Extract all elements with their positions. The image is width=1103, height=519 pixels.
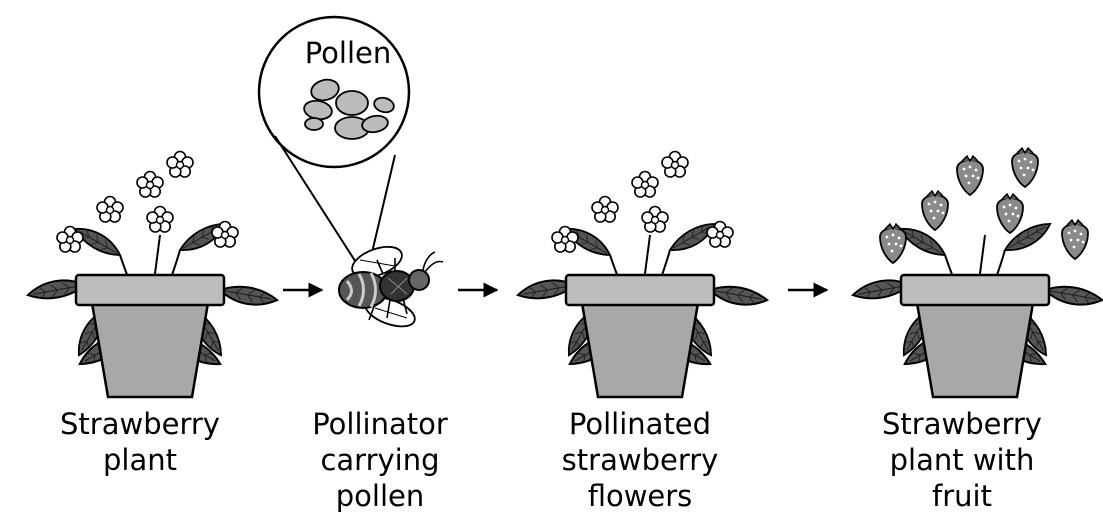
stage-label-2: Pollinator carrying pollen	[312, 407, 448, 513]
zoom-label: Pollen	[305, 36, 392, 70]
stage-label-3: Pollinated strawberry flowers	[562, 407, 719, 513]
strawberry-plant-icon	[851, 148, 1103, 397]
stage-label-line: Strawberry	[882, 407, 1042, 441]
stage-label-line: carrying	[320, 443, 439, 477]
stage-label-line: strawberry	[562, 443, 719, 477]
stage-label-line: plant	[103, 443, 177, 477]
stage-label-line: Pollinated	[569, 407, 711, 441]
strawberry-plant-icon	[516, 152, 768, 398]
stage-label-line: Pollinator	[312, 407, 448, 441]
bee-icon	[339, 241, 443, 332]
stage-label-line: plant with	[890, 443, 1035, 477]
stage-label-line: fruit	[932, 479, 992, 513]
strawberry-plant-icon	[26, 152, 278, 398]
stage-label-line: flowers	[588, 479, 693, 513]
stage-label-line: Strawberry	[60, 407, 220, 441]
stage-label-4: Strawberry plant with fruit	[882, 407, 1042, 513]
stage-label-1: Strawberry plant	[60, 407, 220, 477]
stage-label-line: pollen	[336, 479, 425, 513]
